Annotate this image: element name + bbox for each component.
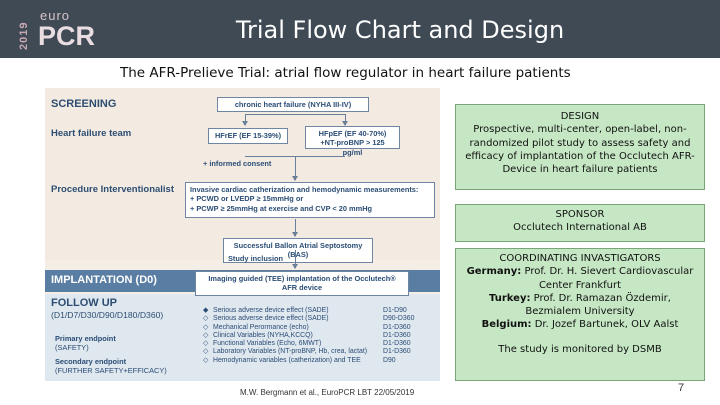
hfpef-line-1: HFpEF (EF 40-70%) (318, 129, 387, 138)
logo-pcr: PCR (38, 21, 96, 51)
box-catheterization: Invasive cardiac catherization and hemod… (185, 182, 435, 218)
primary-endpoint-sub: (SAFETY) (55, 343, 89, 353)
box-tee-implantation: Imaging guided (TEE) implantation of the… (195, 271, 409, 296)
secondary-endpoint: Secondary endpoint (FURTHER SAFETY+EFFIC… (55, 357, 167, 376)
turkey-text: Prof. Dr. Ramazan Özdemir, Bezmialem Uni… (525, 292, 671, 318)
box-hfref: HFrEF (EF 15-39%) (208, 128, 288, 144)
footer-citation: M.W. Bergmann et al., EuroPCR LBT 22/05/… (240, 388, 415, 397)
list-item: ◇Hemodynamic variables (catherization) a… (203, 356, 396, 364)
list-item: ◆Serious adverse device effect (SADE)D1-… (203, 307, 407, 314)
logo-euro: euro (40, 8, 71, 23)
arrow-to-cath (292, 156, 298, 181)
sponsor-box: SPONSOR Occlutech International AB (455, 204, 705, 242)
arrow-to-hfpef (342, 114, 348, 126)
coordinating-heading: COORDINATING INVASTIGATORS (499, 253, 661, 264)
belgium-text: Dr. Jozef Bartunek, OLV Aalst (534, 319, 679, 331)
primary-endpoint-title: Primary endpoint (55, 334, 116, 343)
secondary-endpoint-sub: (FURTHER SAFETY+EFFICACY) (55, 366, 167, 376)
trial-flowchart: SCREENING Heart failure team Procedure I… (45, 88, 440, 381)
secondary-endpoint-title: Secondary endpoint (55, 357, 127, 366)
list-item: ◇Serious adverse device effect (SADE)D90… (203, 315, 415, 323)
belgium-label: Belgium: (481, 319, 532, 331)
arrow-to-hfref (242, 114, 248, 126)
box-hfpef: HFpEF (EF 40-70%) +NT-proBNP > 125 pg/ml (305, 126, 400, 157)
sponsor-heading: SPONSOR (555, 209, 605, 220)
germany-label: Germany: (466, 266, 522, 278)
list-item: ◇Clinical Variables (NYHA,KCCQ)D1-D360 (203, 331, 411, 339)
design-heading: DESIGN (560, 111, 600, 122)
turkey-label: Turkey: (489, 292, 531, 304)
consent-label: + informed consent (203, 159, 272, 168)
cath-line-1: Invasive cardiac catherization and hemod… (190, 185, 419, 194)
hf-team-label: Heart failure team (51, 128, 132, 139)
coordinating-box: COORDINATING INVASTIGATORS Germany: Prof… (455, 248, 705, 381)
design-text: Prospective, multi-center, open-label, n… (465, 124, 695, 176)
implantation-label: IMPLANTATION (D0) (51, 274, 157, 286)
split-line (245, 114, 345, 115)
primary-endpoint: Primary endpoint (SAFETY) (55, 334, 116, 353)
sponsor-text: Occlutech International AB (513, 222, 647, 234)
slide-title: Trial Flow Chart and Design (235, 16, 565, 44)
followup-band (45, 294, 440, 381)
slide-subtitle: The AFR-Prelieve Trial: atrial flow regu… (120, 65, 571, 81)
followup-label: FOLLOW UP (51, 297, 117, 309)
monitor-text: The study is monitored by DSMB (498, 343, 662, 355)
cath-line-3: + PCWP ≥ 25mmHg at exercise and CVP < 20… (190, 203, 373, 213)
europcr-logo: 2019 euro PCR (18, 8, 114, 51)
list-item: ◇Functional Variables (Echo, 6MWT)D1-D36… (203, 340, 411, 348)
arrow-to-tee (292, 250, 298, 269)
germany-text: Prof. Dr. H. Sievert Cardiovascular Cent… (524, 266, 694, 291)
followup-list: ◆Serious adverse device effect (SADE)D1-… (203, 307, 433, 365)
header-bar: 2019 euro PCR Trial Flow Chart and Desig… (0, 0, 720, 58)
screening-label: SCREENING (51, 98, 117, 110)
page-number: 7 (678, 382, 685, 394)
box-chronic-hf: chronic heart failure (NYHA III-IV) (217, 97, 369, 113)
hfpef-line-2: +NT-proBNP > 125 pg/ml (320, 138, 385, 157)
list-item: ◇Laboratory Variables (NT-proBNP, Hb, cr… (203, 348, 411, 356)
arrow-to-bas (292, 219, 298, 237)
belgium-entry: Belgium: Dr. Jozef Bartunek, OLV Aalst (456, 318, 704, 331)
design-box: DESIGN Prospective, multi-center, open-l… (455, 104, 705, 190)
box-bas: Successful Ballon Atrial Septostomy (BAS… (223, 238, 373, 263)
germany-entry: Germany: Prof. Dr. H. Sievert Cardiovasc… (456, 265, 704, 292)
logo-year: 2019 (18, 21, 30, 50)
list-item: ◇Mechanical Perormance (echo)D1-D360 (203, 323, 411, 331)
cath-line-2: + PCWD or LVEDP ≥ 15mmHg or (190, 194, 304, 204)
turkey-entry: Turkey: Prof. Dr. Ramazan Özdemir, Bezmi… (456, 292, 704, 319)
followup-days: (D1/D7/D30/D90/D180/D360) (51, 310, 164, 320)
study-inclusion-label: Study inclusion (228, 254, 284, 263)
procedure-label: Procedure Interventionalist (51, 184, 175, 195)
screening-band (45, 88, 440, 260)
